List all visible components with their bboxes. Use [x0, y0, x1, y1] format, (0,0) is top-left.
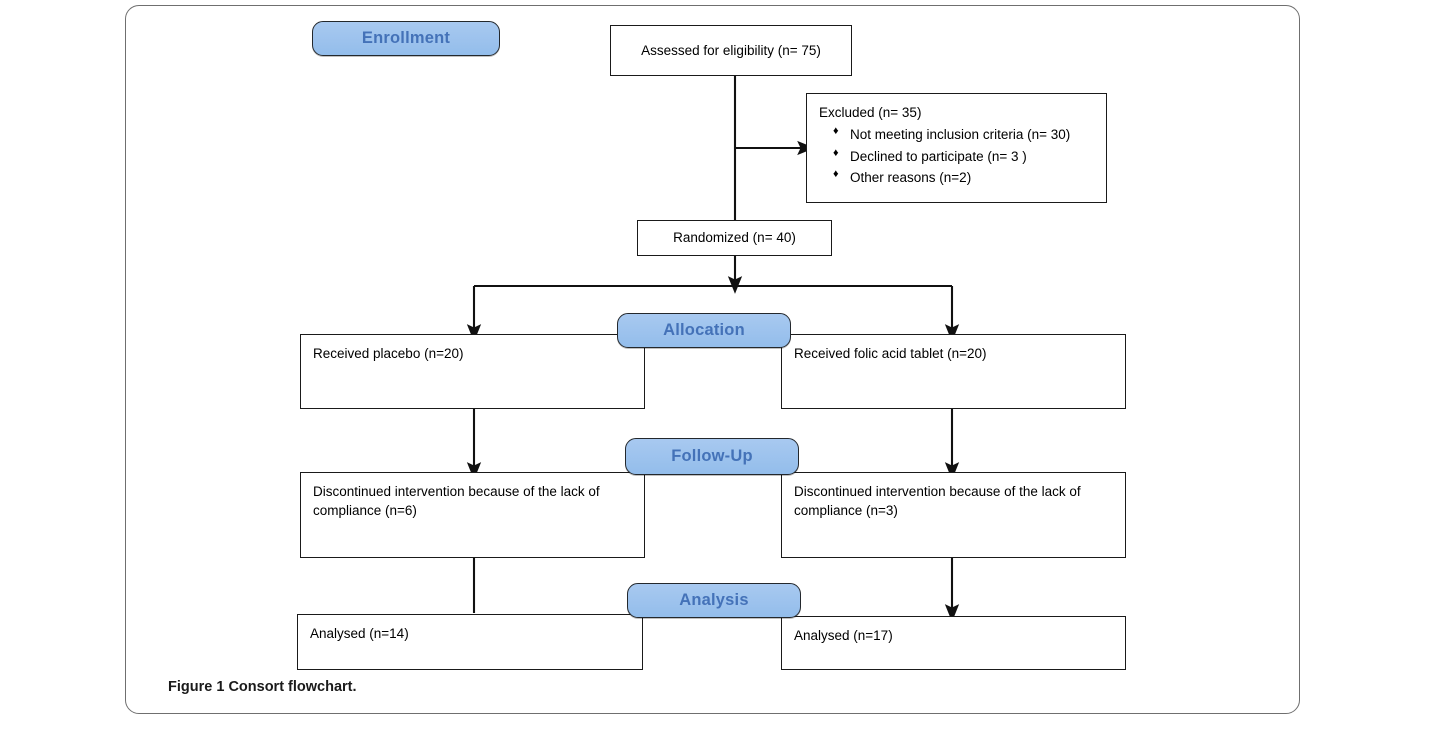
node-allocation-right-label: Received folic acid tablet (n=20): [794, 346, 987, 361]
node-followup-left-label: Discontinued intervention because of the…: [313, 484, 600, 519]
excluded-reason-label: Declined to participate (n= 3 ): [850, 148, 1027, 164]
stage-pill-enrollment-label: Enrollment: [361, 29, 451, 47]
stage-pill-followup: Follow-Up: [625, 438, 799, 475]
list-item: ♦ Not meeting inclusion criteria (n= 30): [833, 125, 1094, 145]
node-analysis-right: Analysed (n=17): [781, 616, 1126, 670]
stage-pill-analysis-label: Analysis: [679, 591, 749, 609]
node-followup-right: Discontinued intervention because of the…: [781, 472, 1126, 558]
diamond-bullet-icon: ♦: [833, 168, 839, 181]
node-analysis-left-label: Analysed (n=14): [310, 626, 409, 641]
node-allocation-left-label: Received placebo (n=20): [313, 346, 464, 361]
node-allocation-left: Received placebo (n=20): [300, 334, 645, 409]
list-item: ♦ Declined to participate (n= 3 ): [833, 147, 1094, 167]
node-allocation-right: Received folic acid tablet (n=20): [781, 334, 1126, 409]
figure-caption-label: Figure 1: [168, 679, 225, 695]
node-assessed-for-eligibility: Assessed for eligibility (n= 75): [610, 25, 852, 76]
excluded-reason-label: Other reasons (n=2): [850, 170, 972, 186]
node-followup-right-label: Discontinued intervention because of the…: [794, 484, 1081, 519]
figure-frame-border: [125, 5, 1300, 714]
list-item: ♦ Other reasons (n=2): [833, 168, 1094, 188]
node-analysis-left: Analysed (n=14): [297, 614, 643, 670]
node-randomized-label: Randomized (n= 40): [673, 230, 796, 246]
node-randomized: Randomized (n= 40): [637, 220, 832, 256]
node-followup-left: Discontinued intervention because of the…: [300, 472, 645, 558]
stage-pill-enrollment: Enrollment: [312, 21, 500, 56]
node-assessed-label: Assessed for eligibility (n= 75): [641, 42, 821, 58]
excluded-reasons-list: ♦ Not meeting inclusion criteria (n= 30)…: [819, 125, 1094, 188]
node-analysis-right-label: Analysed (n=17): [794, 628, 893, 643]
stage-pill-allocation-label: Allocation: [663, 321, 745, 339]
node-excluded-title: Excluded (n= 35): [819, 105, 922, 120]
diamond-bullet-icon: ♦: [833, 146, 839, 159]
figure-caption: Figure 1 Consort flowchart.: [168, 679, 357, 695]
excluded-reason-label: Not meeting inclusion criteria (n= 30): [850, 127, 1071, 143]
figure-caption-text: Consort flowchart.: [228, 679, 357, 695]
stage-pill-allocation: Allocation: [617, 313, 791, 348]
diamond-bullet-icon: ♦: [833, 125, 839, 138]
node-excluded: Excluded (n= 35) ♦ Not meeting inclusion…: [806, 93, 1107, 203]
stage-pill-followup-label: Follow-Up: [671, 447, 753, 465]
stage-pill-analysis: Analysis: [627, 583, 801, 618]
